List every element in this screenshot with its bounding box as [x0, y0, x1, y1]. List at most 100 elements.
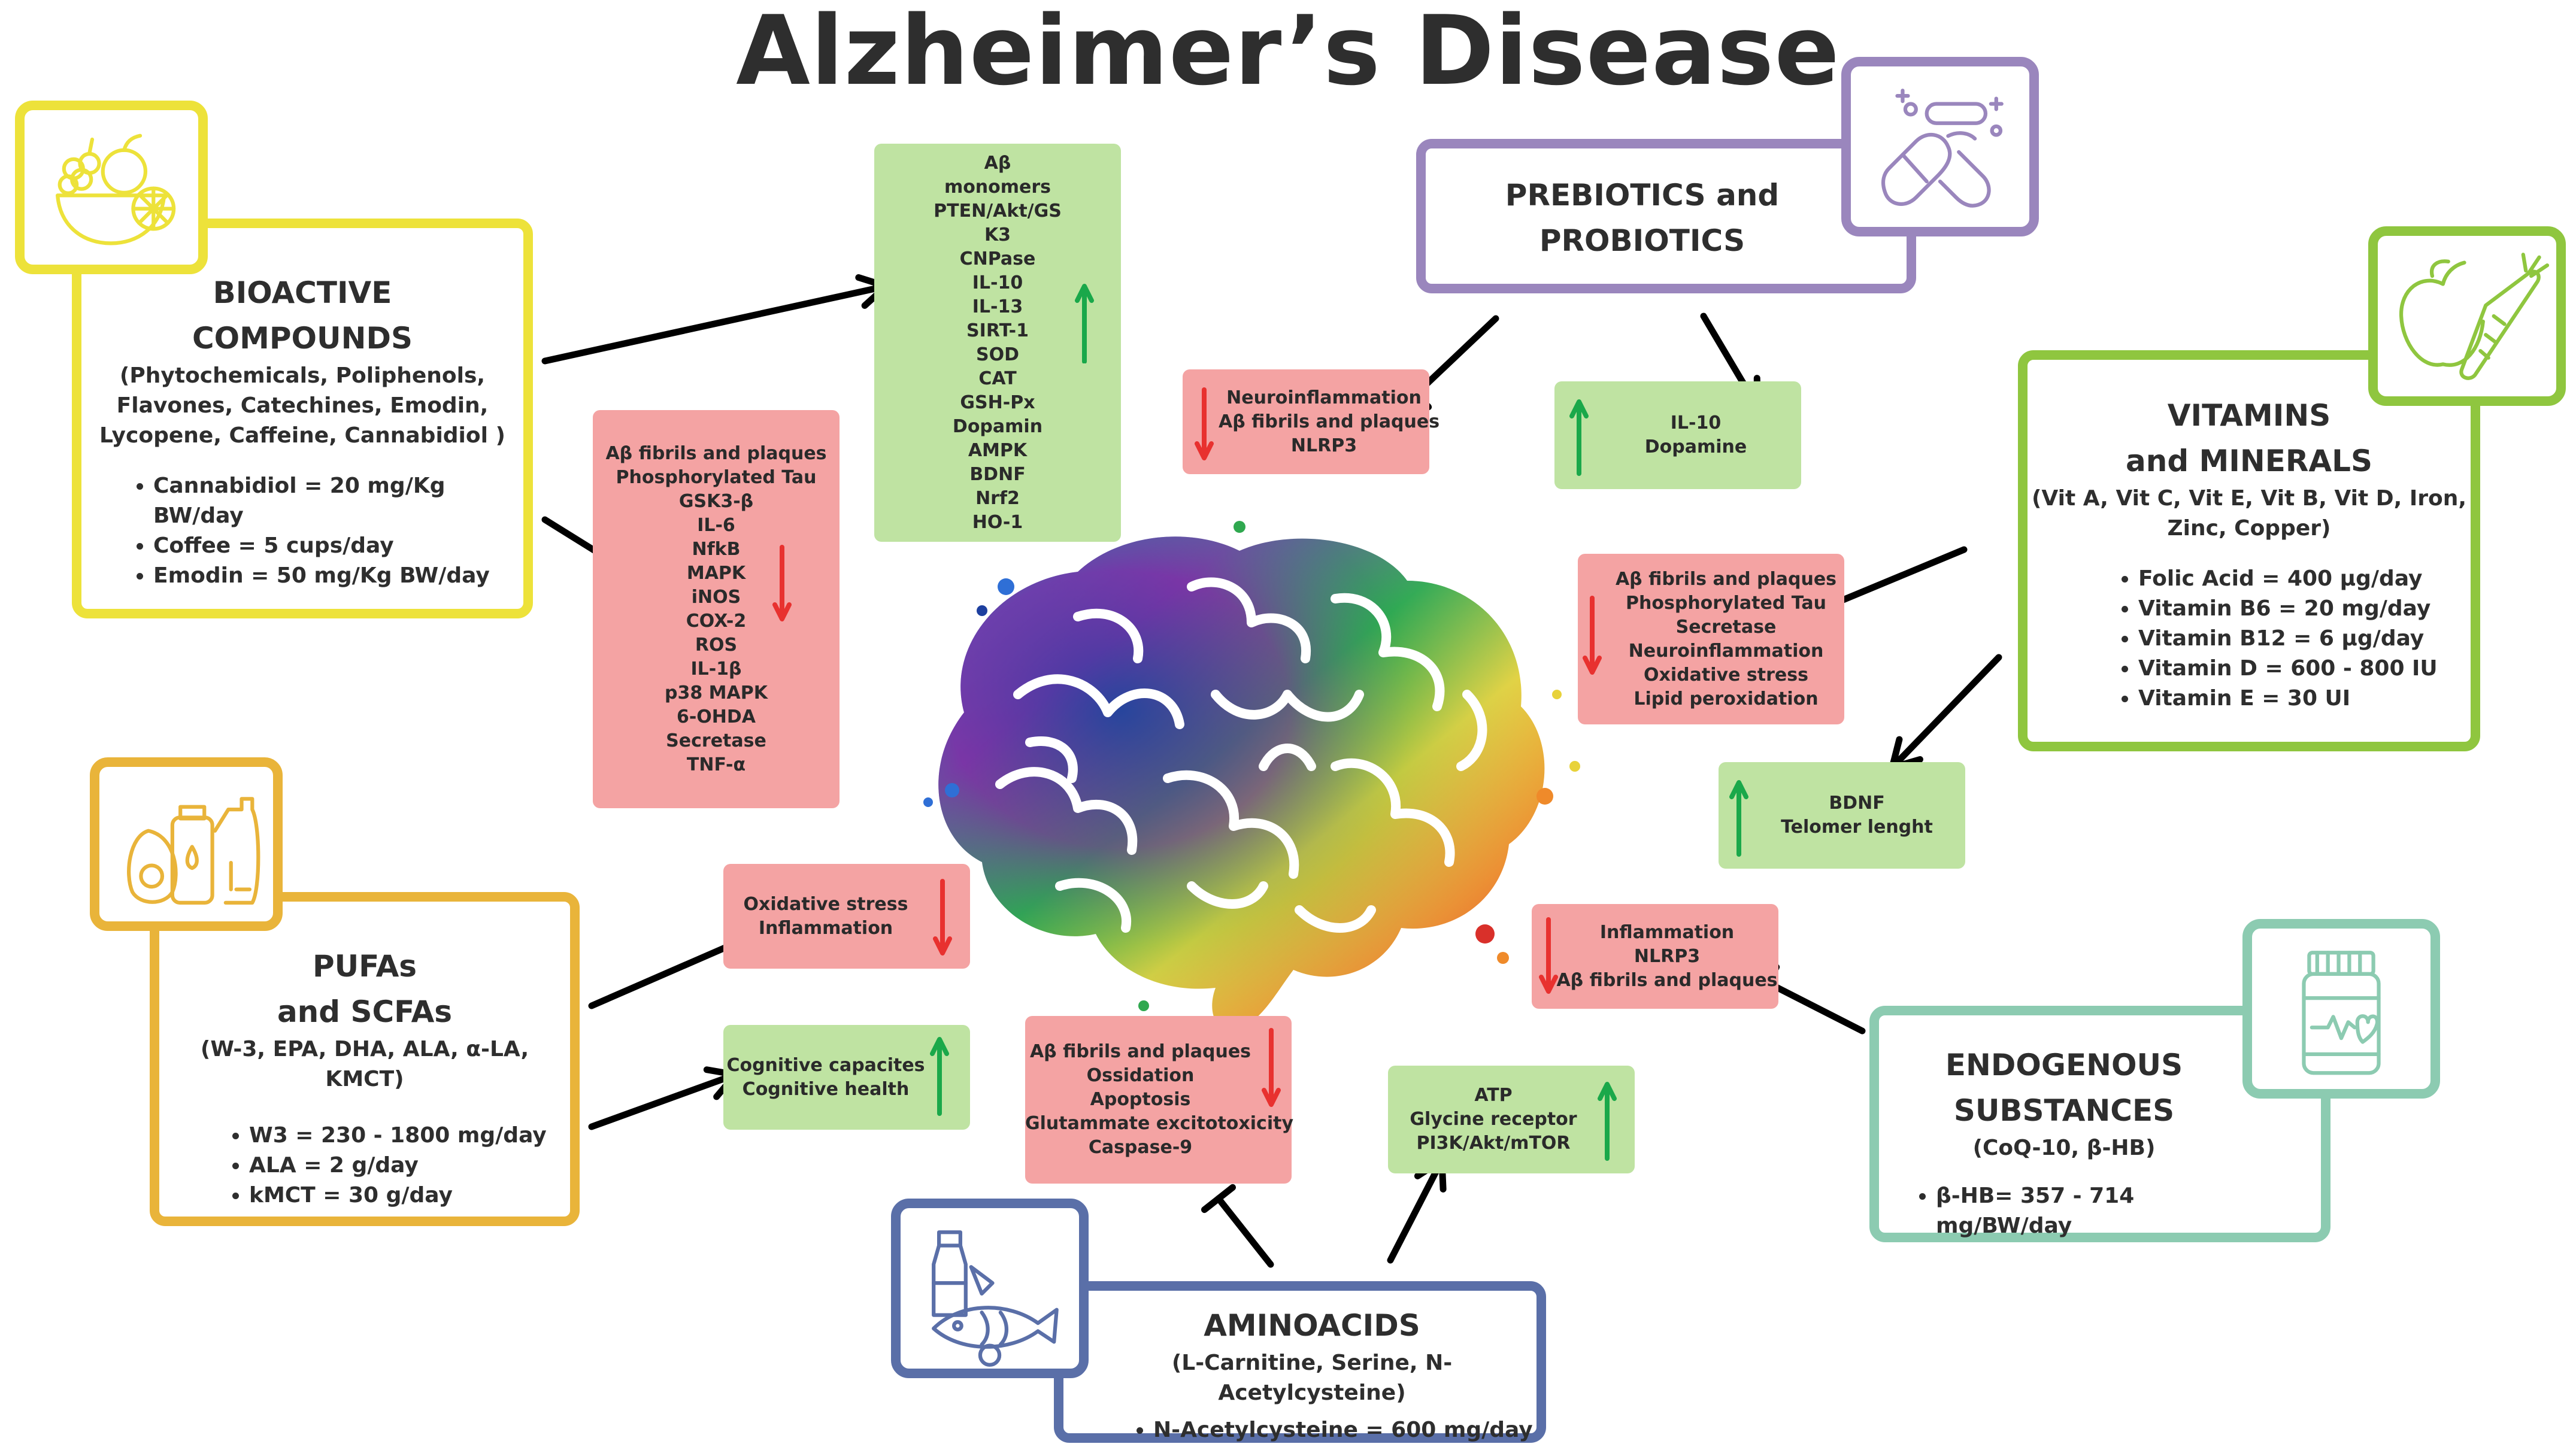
aminoacids-box: AMINOACIDS (L-Carnitine, Serine, N-Acety… [1054, 1281, 1546, 1450]
dose-item: Emodin = 50 mg/Kg BW/day [153, 561, 523, 591]
effect-item: Glutammate excitotoxicity [1025, 1113, 1294, 1134]
effect-box-endogenous-down: Inflammation NLRP3 Aβ fibrils and plaque… [1532, 904, 1778, 1009]
effect-item: IL-1β [690, 658, 742, 680]
effect-item: Cognitive capacites [726, 1054, 925, 1076]
effect-box-pufas-down: Oxidative stress Inflammation [723, 864, 970, 969]
bioactive-compounds-box: BIOACTIVE COMPOUNDS (Phytochemicals, Pol… [72, 219, 533, 618]
effect-box-bioactive-up: Aβ monomers PTEN/Akt/GS K3 CNPase IL-10 … [874, 144, 1121, 542]
link-bioactive-to-up-activation-arrow [541, 274, 890, 365]
dose-item: L-Carnitine = 500 mg/day [1153, 1445, 1536, 1450]
effect-box-aminoacids-down: Aβ fibrils and plaques Ossidation Apopto… [1025, 1016, 1294, 1184]
effect-list: Inflammation NLRP3 Aβ fibrils and plaque… [1556, 921, 1778, 993]
effect-item: PTEN/Akt/GS [934, 200, 1062, 222]
dose-item: Vitamin D = 600 - 800 IU [2138, 654, 2471, 684]
vitamins-subtitle-2: Zinc, Copper) [2167, 516, 2331, 541]
effect-box-prebiotics-down: Neuroinflammation Aβ fibrils and plaques… [1183, 369, 1440, 474]
effect-box-vitamins-down: Aβ fibrils and plaques Phosphorylated Ta… [1578, 554, 1844, 724]
effect-list: Cognitive capacites Cognitive health [723, 1054, 928, 1102]
effect-item: HO-1 [972, 511, 1023, 533]
bioactive-title-line-1: BIOACTIVE [213, 275, 392, 310]
fruit-bowl-icon [15, 101, 208, 274]
prebiotics-title-line-2: PROBIOTICS [1539, 223, 1745, 258]
endogenous-subtitle-1: (CoQ-10, β-HB) [1972, 1136, 2156, 1160]
effect-list: ATP Glycine receptor PI3K/Akt/mTOR [1388, 1084, 1599, 1155]
effect-box-pufas-up: Cognitive capacites Cognitive health [723, 1025, 970, 1130]
link-aminoacids-to-down-inhibition-line [1201, 1184, 1274, 1268]
bioactive-subtitle-1: (Phytochemicals, Poliphenols, [119, 363, 486, 388]
effect-item: NLRP3 [1634, 945, 1701, 967]
up-arrow-icon [930, 1037, 949, 1116]
endogenous-title-line-2: SUBSTANCES [1953, 1093, 2175, 1128]
dose-item: Vitamin B12 = 6 µg/day [2138, 624, 2471, 654]
effect-item: p38 MAPK [665, 682, 768, 703]
endogenous-dose-list: β-HB= 357 - 714 mg/BW/day [1879, 1181, 2249, 1241]
effect-item: Aβ fibrils and plaques [1556, 969, 1778, 991]
effect-item: GSH-Px [960, 392, 1035, 413]
effect-item: Aβ fibrils and plaques [1029, 1041, 1251, 1062]
effect-item: K3 [984, 224, 1011, 245]
effect-item: Apoptosis [1090, 1089, 1191, 1110]
effect-item: CNPase [959, 248, 1036, 269]
bioactive-dose-list: Cannabidiol = 20 mg/Kg BW/day Coffee = 5… [81, 471, 523, 591]
aminoacids-dose-list: N-Acetylcysteine = 600 mg/day L-Carnitin… [1087, 1415, 1536, 1450]
vitamins-title-line-1: VITAMINS [2167, 398, 2331, 433]
effect-item: Dopamine [1644, 436, 1747, 457]
link-pufas-to-up-activation-arrow [588, 1066, 739, 1130]
effect-item: IL-6 [697, 514, 735, 536]
apple-carrot-icon-drawing [2399, 253, 2550, 380]
down-arrow-icon [1539, 917, 1558, 994]
vitamins-title-line-2: and MINERALS [2126, 444, 2372, 478]
oil-avocado-icon [90, 757, 283, 931]
dose-item: N-Acetylcysteine = 600 mg/day [1153, 1415, 1536, 1445]
effect-list: Aβ fibrils and plaques Ossidation Apopto… [1025, 1040, 1294, 1160]
effect-item: Phosphorylated Tau [616, 466, 817, 488]
effect-item: Aβ fibrils and plaques [605, 442, 827, 464]
effect-item: Phosphorylated Tau [1626, 592, 1826, 614]
effect-item: Oxidative stress [1644, 664, 1808, 685]
effect-item: iNOS [691, 586, 741, 608]
dose-item: kMCT = 30 g/day [249, 1181, 570, 1211]
link-aminoacids-to-up-activation-arrow [1387, 1157, 1447, 1264]
effect-item: Telomer lenght [1781, 817, 1933, 838]
pufas-dose-list: W3 = 230 - 1800 mg/day ALA = 2 g/day kMC… [159, 1121, 570, 1211]
effect-item: Inflammation [758, 917, 893, 939]
effect-item: Dopamin [952, 415, 1043, 437]
effect-item: Neuroinflammation [1628, 640, 1824, 662]
effect-item: IL-10 [1670, 412, 1722, 433]
effect-item: AMPK [968, 439, 1028, 461]
effect-item: Glycine receptor [1410, 1109, 1577, 1130]
down-arrow-icon [1195, 387, 1214, 460]
effect-item: SOD [975, 344, 1019, 365]
effect-item: Neuroinflammation [1226, 387, 1422, 408]
effect-item: ROS [695, 634, 738, 656]
dose-item: W3 = 230 - 1800 mg/day [249, 1121, 570, 1151]
effect-item: ATP [1474, 1085, 1513, 1106]
effect-item: Aβ [984, 152, 1011, 174]
effect-item: TNF-α [686, 754, 746, 775]
down-arrow-icon [1583, 596, 1602, 675]
dose-item: Vitamin B6 = 20 mg/day [2138, 594, 2471, 624]
effect-item: Inflammation [1599, 921, 1735, 943]
link-vitamins-to-up-activation-arrow [1889, 654, 2002, 771]
effect-box-prebiotics-up: IL-10 Dopamine [1554, 381, 1801, 489]
effect-item: IL-10 [972, 272, 1023, 293]
effect-item: Secretase [1675, 616, 1777, 638]
apple-carrot-icon [2368, 226, 2566, 406]
effect-item: GSK3-β [678, 490, 754, 512]
effect-item: monomers [944, 176, 1051, 198]
pufas-scfas-box: PUFAs and SCFAs (W-3, EPA, DHA, ALA, α-L… [150, 892, 580, 1226]
vitamins-minerals-box: VITAMINS and MINERALS (Vit A, Vit C, Vit… [2018, 350, 2480, 751]
effect-item: Ossidation [1086, 1065, 1195, 1086]
effect-item: Aβ fibrils and plaques [1219, 411, 1440, 432]
up-arrow-icon [1569, 399, 1589, 476]
effect-item: Lipid peroxidation [1634, 688, 1819, 709]
fruit-bowl-icon-drawing [56, 134, 176, 245]
effect-item: Secretase [666, 730, 766, 751]
endogenous-title-line-1: ENDOGENOUS [1945, 1048, 2183, 1082]
dose-item: ALA = 2 g/day [249, 1151, 570, 1181]
effect-item: COX-2 [686, 610, 747, 632]
bioactive-subtitle-2: Flavones, Catechines, Emodin, [116, 393, 489, 418]
pufas-title-line-1: PUFAs [312, 949, 417, 984]
effect-item: PI3K/Akt/mTOR [1416, 1133, 1571, 1154]
